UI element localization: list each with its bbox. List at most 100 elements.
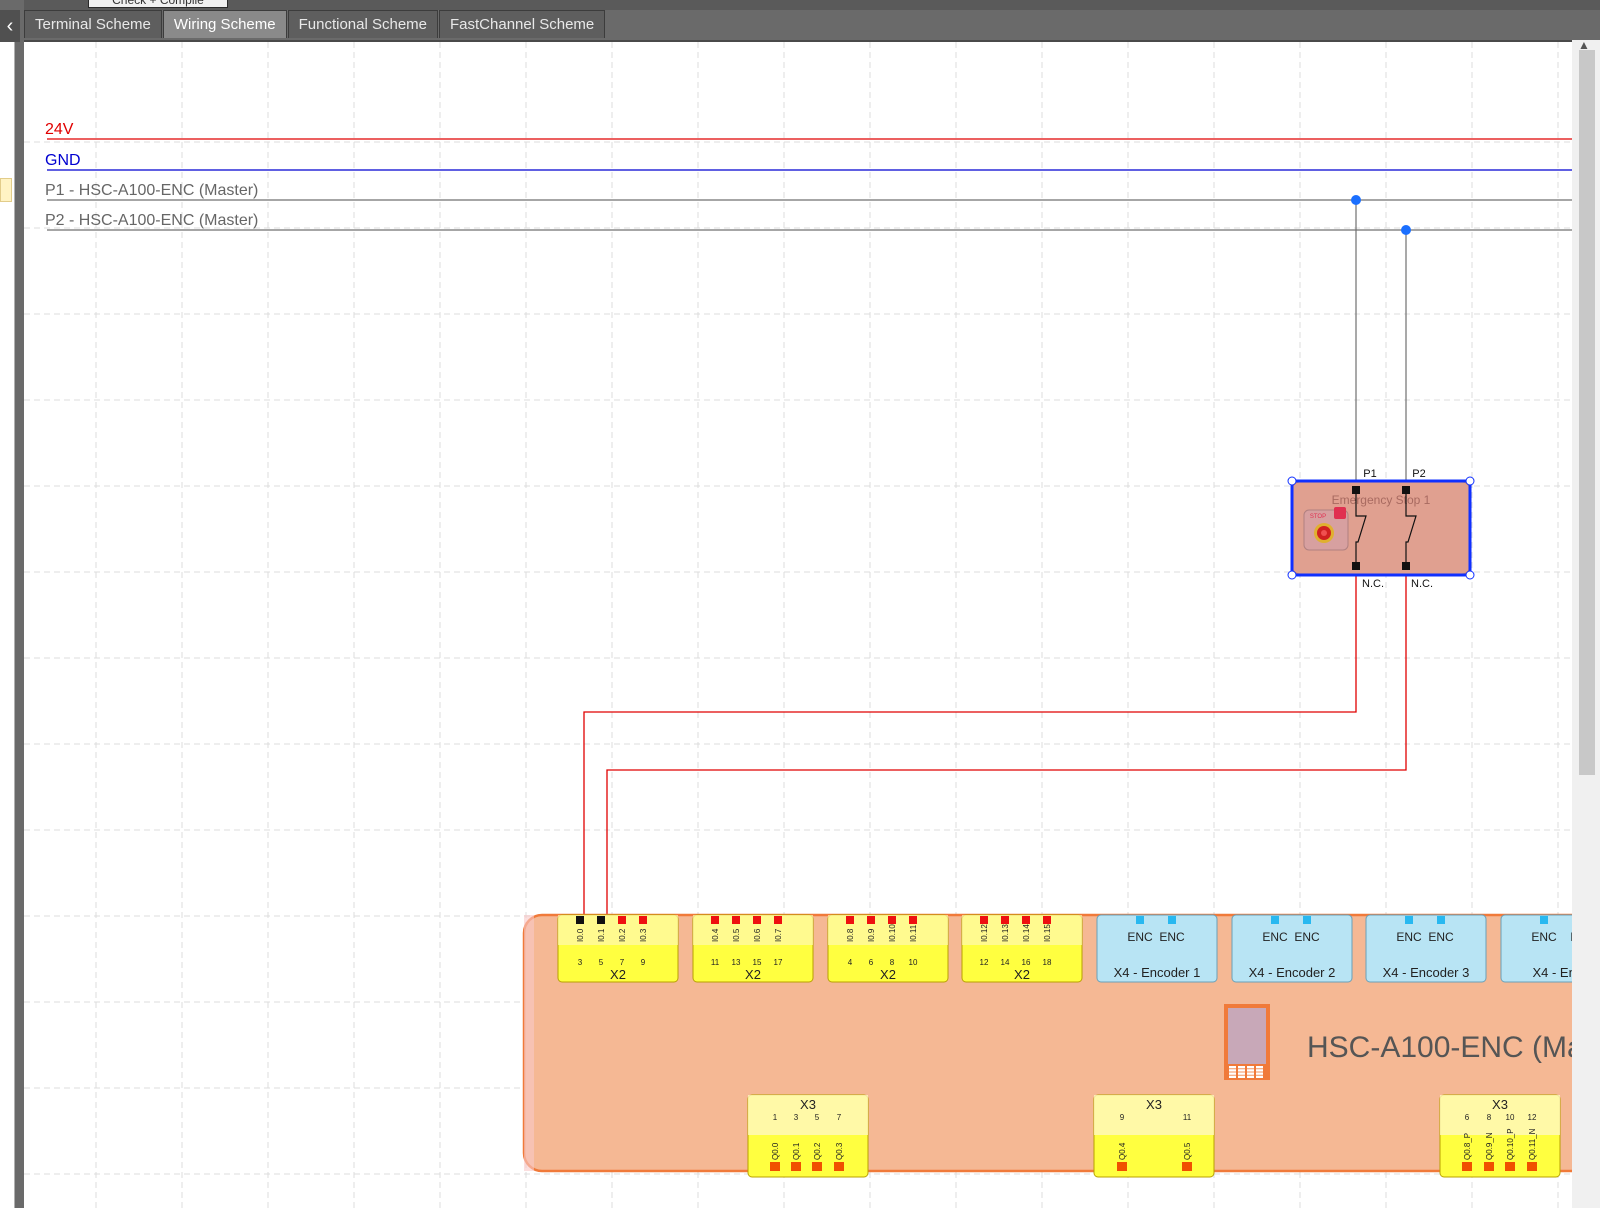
x3-pin-terminal[interactable] — [1182, 1162, 1192, 1171]
x4-encoder-connector-4[interactable] — [1500, 914, 1572, 983]
module-left-edge — [524, 915, 534, 1171]
x2-pin-terminal[interactable] — [1043, 916, 1051, 924]
x2-pin-terminal[interactable] — [732, 916, 740, 924]
x4-pin-terminal[interactable] — [1405, 916, 1413, 924]
x4-pin-terminal[interactable] — [1168, 916, 1176, 924]
x3-pin-terminal[interactable] — [791, 1162, 801, 1171]
x4-pin-label: EI — [1570, 930, 1572, 944]
x3-pin-number: 7 — [837, 1113, 842, 1122]
module-icon-pin — [1247, 1075, 1254, 1078]
x3-pin-terminal[interactable] — [1505, 1162, 1515, 1171]
x2-pin-label: I0.2 — [618, 928, 627, 942]
wiring-canvas[interactable]: 24V GND P1 - HSC-A100-ENC (Master) P2 - … — [24, 40, 1572, 1208]
left-panel — [0, 42, 15, 1208]
x2-pin-terminal[interactable] — [1001, 916, 1009, 924]
x2-pin-terminal[interactable] — [597, 916, 605, 924]
vertical-scrollbar-thumb[interactable] — [1579, 50, 1595, 775]
x4-pin-terminal[interactable] — [1136, 916, 1144, 924]
x3-pin-terminal[interactable] — [1484, 1162, 1494, 1171]
module-icon-pin — [1229, 1072, 1236, 1075]
module-icon-pin — [1238, 1075, 1245, 1078]
module-icon-pin — [1238, 1066, 1245, 1069]
x2-pin-label: I0.11 — [909, 924, 918, 942]
x2-pin-terminal[interactable] — [618, 916, 626, 924]
x3-pin-number: 3 — [794, 1113, 799, 1122]
x4-pin-label: ENC — [1262, 930, 1288, 944]
x4-encoder-connector-3[interactable] — [1365, 914, 1487, 983]
x3-pin-terminal[interactable] — [812, 1162, 822, 1171]
pulse-taps — [1351, 195, 1411, 486]
x4-pin-terminal[interactable] — [1303, 916, 1311, 924]
estop-pin-nc1[interactable] — [1352, 562, 1360, 570]
tab-terminal-scheme[interactable]: Terminal Scheme — [24, 10, 162, 38]
module-icon-pin — [1229, 1066, 1236, 1069]
x4-encoder-connector-2[interactable] — [1231, 914, 1353, 983]
x3-pin-number: 11 — [1183, 1113, 1192, 1122]
selection-handle-bl[interactable] — [1287, 570, 1297, 580]
tab-wiring-scheme[interactable]: Wiring Scheme — [162, 10, 287, 38]
x3-connector-label: X3 — [800, 1097, 816, 1112]
x2-pin-terminal[interactable] — [753, 916, 761, 924]
x3-connector-shade — [748, 1095, 868, 1135]
estop-pin-p2[interactable] — [1402, 486, 1410, 494]
x4-pin-terminal[interactable] — [1540, 916, 1548, 924]
scroll-up-arrow-icon[interactable]: ▲ — [1578, 38, 1590, 52]
x2-pin-terminal[interactable] — [888, 916, 896, 924]
tab-functional-scheme[interactable]: Functional Scheme — [287, 10, 438, 38]
wire-nc1-to-i0-0[interactable] — [583, 568, 1357, 917]
estop-pin-p1[interactable] — [1352, 486, 1360, 494]
check-compile-button[interactable]: Check + Compile — [88, 0, 228, 8]
tab-fastchannel-scheme[interactable]: FastChannel Scheme — [439, 10, 606, 38]
emergency-stop-device[interactable]: Emergency Stop 1 P1 P2 N.C. N.C. STOP — [1287, 468, 1475, 590]
module-icon-pin — [1229, 1069, 1236, 1072]
x3-pin-terminal[interactable] — [1462, 1162, 1472, 1171]
selection-handle-tl[interactable] — [1287, 476, 1297, 486]
estop-contact-symbols — [1355, 494, 1417, 562]
rail-24v-label: 24V — [45, 121, 74, 138]
x2-pin-number: 9 — [641, 958, 646, 967]
estop-pin-p1-label: P1 — [1363, 468, 1376, 480]
x4-pin-terminal[interactable] — [1437, 916, 1445, 924]
estop-icon-text: STOP — [1310, 514, 1326, 520]
x4-pin-label: ENC — [1159, 930, 1185, 944]
power-rails: 24V GND P1 - HSC-A100-ENC (Master) P2 - … — [45, 121, 1572, 231]
selection-handle-tr[interactable] — [1465, 476, 1475, 486]
estop-pin-p2-label: P2 — [1412, 468, 1425, 480]
x2-pin-number: 4 — [848, 958, 853, 967]
x3-pin-label: Q0.1 — [792, 1142, 801, 1160]
x4-pin-terminal[interactable] — [1271, 916, 1279, 924]
module-icon-pin — [1256, 1072, 1263, 1075]
x4-pin-label: ENC — [1127, 930, 1153, 944]
x3-pin-terminal[interactable] — [1117, 1162, 1127, 1171]
x2-pin-label: I0.10 — [888, 924, 897, 942]
x4-connector-label: X4 - Enco — [1532, 965, 1572, 980]
x2-pin-number: 11 — [711, 958, 720, 967]
x2-pin-terminal[interactable] — [576, 916, 584, 924]
signal-wires — [583, 568, 1407, 917]
x2-pin-number: 15 — [753, 958, 762, 967]
x4-encoder-connector-1[interactable] — [1096, 914, 1218, 983]
vertical-scrollbar[interactable]: ▲ — [1572, 38, 1600, 1208]
p1-junction-dot[interactable] — [1351, 195, 1361, 205]
x2-pin-terminal[interactable] — [867, 916, 875, 924]
wire-nc2-to-i0-1[interactable] — [606, 568, 1407, 917]
x2-pin-terminal[interactable] — [711, 916, 719, 924]
x2-pin-number: 7 — [620, 958, 625, 967]
x3-pin-label: Q0.5 — [1183, 1142, 1192, 1160]
x3-pin-terminal[interactable] — [1527, 1162, 1537, 1171]
collapse-panel-chevron-left-icon[interactable]: ‹ — [0, 10, 20, 42]
x3-pin-terminal[interactable] — [770, 1162, 780, 1171]
x3-pin-terminal[interactable] — [834, 1162, 844, 1171]
x4-connector-label: X4 - Encoder 3 — [1383, 965, 1470, 980]
x2-pin-terminal[interactable] — [639, 916, 647, 924]
x2-pin-terminal[interactable] — [1022, 916, 1030, 924]
selection-handle-br[interactable] — [1465, 570, 1475, 580]
estop-pin-nc2[interactable] — [1402, 562, 1410, 570]
x2-pin-terminal[interactable] — [909, 916, 917, 924]
p2-junction-dot[interactable] — [1401, 225, 1411, 235]
x2-pin-terminal[interactable] — [774, 916, 782, 924]
hsc-module[interactable]: HSC-A100-ENC (Ma I0.03I0.15I0.27I0.39X2I… — [522, 913, 1572, 1178]
x2-pin-terminal[interactable] — [980, 916, 988, 924]
left-panel-selected-item[interactable] — [0, 178, 12, 202]
x2-pin-terminal[interactable] — [846, 916, 854, 924]
